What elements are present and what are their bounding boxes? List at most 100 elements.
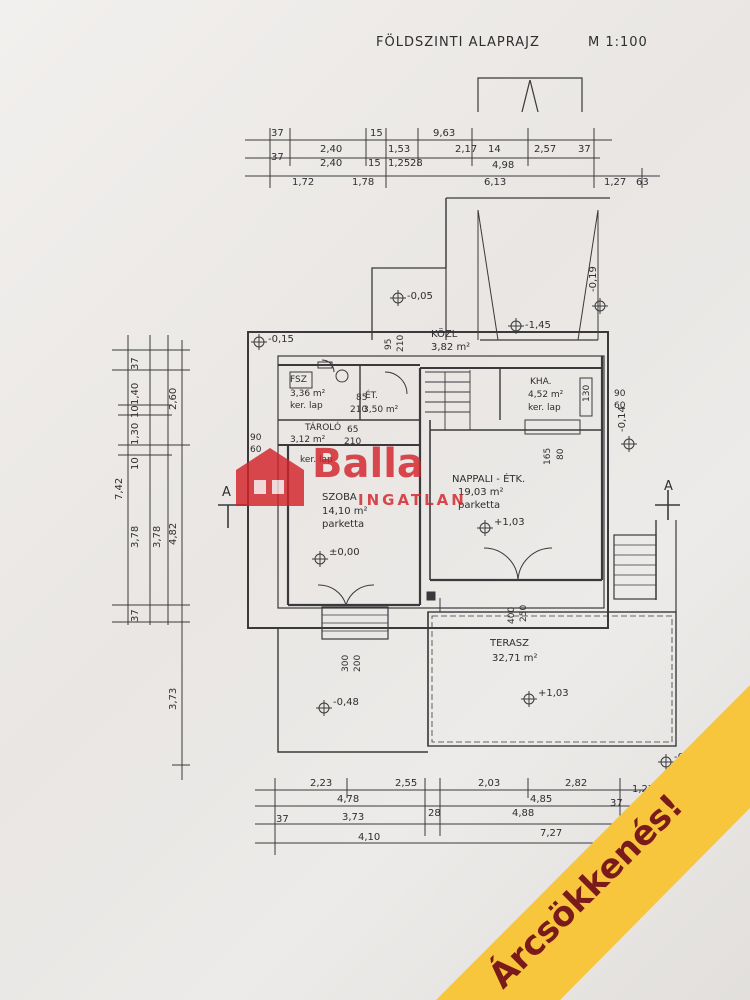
level-3: -0,15 — [268, 334, 294, 345]
north-arrow-symbol — [477, 77, 583, 113]
room-szoba-area: 14,10 m² — [322, 506, 368, 517]
room-kozl-name: KÖZL — [431, 327, 458, 340]
dim-top-3: 15 — [370, 128, 383, 139]
dim-bottom-7: 1,27 — [632, 784, 654, 795]
room-fsz-floor: ker. lap — [290, 401, 323, 411]
opening-13: 80 — [556, 448, 566, 460]
room-et-area: 3,50 m² — [363, 405, 399, 415]
dim-top-8: 2,57 — [534, 144, 556, 155]
room-kha-name: KHA. — [530, 377, 552, 387]
left-dimension-lines — [112, 335, 190, 780]
dim-left-4: 1,30 — [130, 423, 141, 445]
dim-bottom-1: 2,23 — [310, 778, 332, 789]
dim-bottom-6: 4,85 — [530, 794, 552, 805]
dim-top-2: 2,40 — [320, 144, 342, 155]
opening-1: 95 — [384, 339, 394, 350]
opening-labels: 95 210 85 210 65 210 90 60 90 60 130 165… — [250, 335, 626, 672]
opening-10: 60 — [614, 401, 626, 411]
opening-3: 85 — [356, 393, 367, 403]
room-szoba-floor: parketta — [322, 519, 364, 530]
dim-left-5: 10 — [130, 457, 141, 470]
dim-top-1: 37 — [271, 128, 284, 139]
room-nappali-area: 19,03 m² — [458, 487, 504, 498]
dim-left-6: 3,78 — [130, 526, 141, 548]
level-7: +1,03 — [538, 688, 569, 699]
bottom-dimension-lines — [255, 778, 650, 855]
dim-left-total: 7,42 — [114, 478, 125, 500]
room-kha-area: 4,52 m² — [528, 390, 564, 400]
dim-top-7: 4,98 — [492, 160, 514, 171]
dim-left-1: 37 — [130, 357, 141, 370]
balla-watermark-logo: Balla INGATLAN — [236, 441, 467, 509]
dim-top-11: 2,40 — [320, 158, 342, 169]
room-et-name: ÉT. — [365, 389, 378, 401]
level-markers — [251, 290, 674, 770]
logo-sub: INGATLAN — [358, 491, 467, 509]
logo-brand: Balla — [312, 441, 424, 487]
level-4: ±0,00 — [329, 547, 360, 558]
room-nappali-name: NAPPALI - ÉTK. — [452, 472, 525, 485]
opening-16: 400 — [507, 607, 517, 624]
level-1: -0,05 — [407, 291, 433, 302]
section-mark-right: A — [664, 479, 674, 494]
dim-top-16: 1,72 — [292, 177, 314, 188]
room-labels: KÖZL 3,82 m² FSZ 3,36 m² ker. lap ÉT. 3,… — [290, 327, 564, 664]
room-kha-floor: ker. lap — [528, 403, 561, 413]
opening-15: 200 — [353, 655, 363, 672]
opening-8: 60 — [250, 445, 262, 455]
opening-4: 210 — [350, 405, 367, 415]
room-terasz-name: TERASZ — [489, 638, 529, 649]
plan-scale: M 1:100 — [588, 35, 648, 50]
dim-left-8: 3,78 — [152, 526, 163, 548]
room-nappali-floor: parketta — [458, 500, 500, 511]
section-mark-left: A — [222, 485, 232, 500]
room-fsz-area: 3,36 m² — [290, 389, 326, 399]
dim-left-2: 1,40 — [130, 383, 141, 405]
opening-17: 250 — [519, 605, 529, 622]
dim-left-9: 2,60 — [168, 388, 179, 410]
opening-14: 300 — [341, 655, 351, 672]
dim-top-13: 1,25 — [388, 158, 410, 169]
dim-left-3: 10 — [130, 405, 141, 418]
room-szoba-name: SZOBA — [322, 492, 357, 503]
dim-bottom-8: 37 — [276, 814, 289, 825]
opening-2: 210 — [396, 335, 406, 352]
room-tarolo-area: 3,12 m² — [290, 435, 326, 445]
room-tarolo-name: TÁROLÓ — [304, 421, 341, 433]
room-fsz-name: FSZ — [290, 375, 307, 385]
dim-top-19: 1,27 — [604, 177, 626, 188]
opening-11: 130 — [582, 385, 592, 402]
top-dimension-lines — [245, 128, 660, 188]
dim-left-lower: 3,73 — [168, 688, 179, 710]
opening-12: 165 — [543, 448, 553, 465]
room-terasz-area: 32,71 m² — [492, 653, 538, 664]
dim-bottom-14: 7,27 — [540, 828, 562, 839]
dim-bottom-9: 3,73 — [342, 812, 364, 823]
dim-top-9: 37 — [578, 144, 591, 155]
dim-top-5: 9,63 — [433, 128, 455, 139]
dim-bottom-5: 4,78 — [337, 794, 359, 805]
room-tarolo-floor: ker. lap — [300, 455, 333, 465]
bottom-dimension-labels: 2,23 2,55 2,03 2,82 4,78 4,85 1,27 37 3,… — [276, 778, 654, 843]
dim-top-12: 15 — [368, 158, 381, 169]
dim-bottom-13: 4,10 — [358, 832, 380, 843]
dim-top-15: 14 — [488, 144, 501, 155]
dim-top-10: 37 — [271, 152, 284, 163]
dim-left-7: 37 — [130, 609, 141, 622]
opening-5: 65 — [347, 425, 358, 435]
dim-top-6: 2,17 — [455, 144, 477, 155]
dim-top-18: 6,13 — [484, 177, 506, 188]
opening-9: 90 — [614, 389, 626, 399]
dim-top-4: 1,53 — [388, 144, 410, 155]
plan-title: FÖLDSZINTI ALAPRAJZ — [376, 33, 540, 50]
level-6: -0,48 — [333, 697, 359, 708]
dim-bottom-11: 4,88 — [512, 808, 534, 819]
opening-6: 210 — [344, 437, 361, 447]
dim-top-20: 63 — [636, 177, 649, 188]
dim-bottom-3: 2,03 — [478, 778, 500, 789]
level-2: -1,45 — [525, 320, 551, 331]
dim-left-10: 4,82 — [168, 523, 179, 545]
room-kozl-area: 3,82 m² — [431, 342, 470, 353]
